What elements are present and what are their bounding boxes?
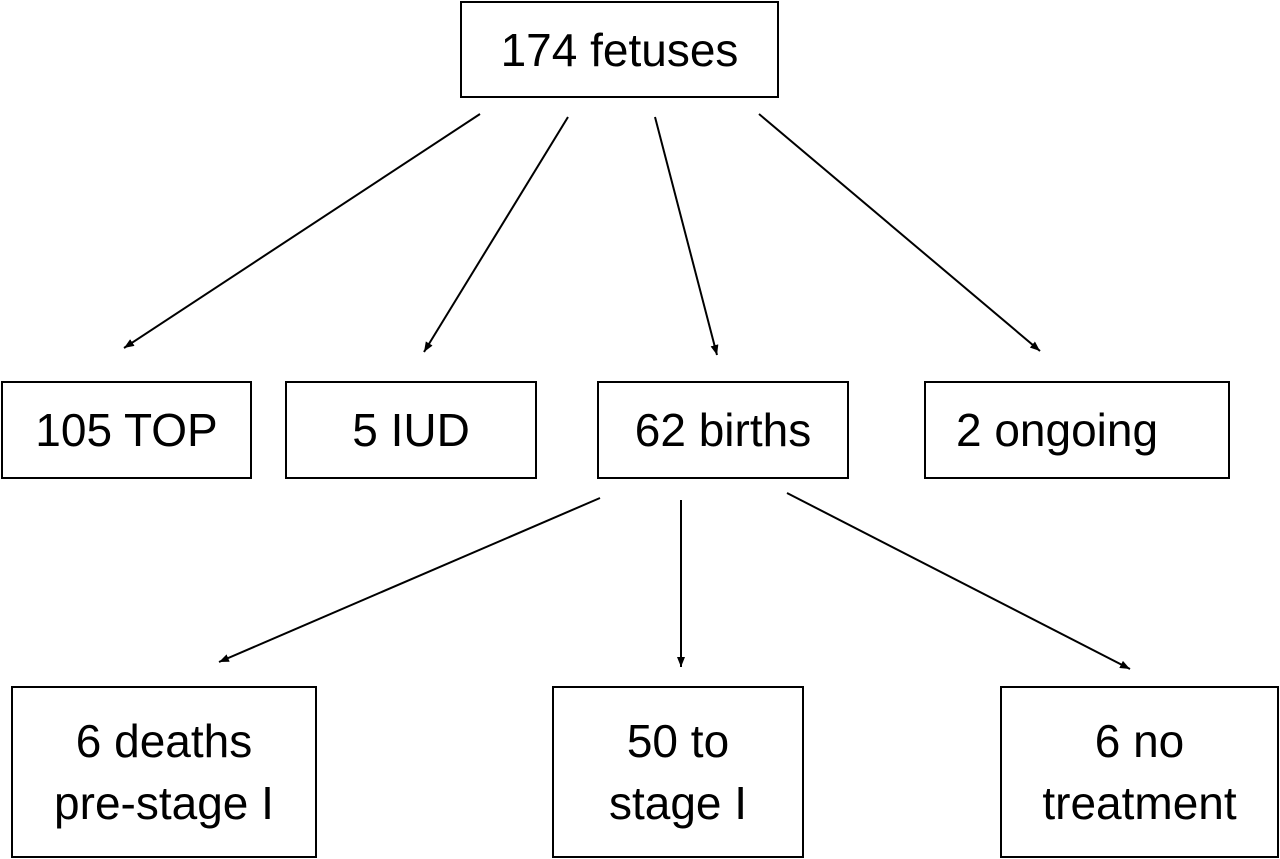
node-root-fetuses: 174 fetuses <box>460 1 779 98</box>
arrow-root-to-ongoing <box>758 113 1041 352</box>
node-iud: 5 IUD <box>285 381 537 479</box>
node-births: 62 births <box>597 381 849 479</box>
arrow-root-to-top <box>123 113 481 349</box>
arrow-root-to-births <box>654 116 719 356</box>
arrow-root-to-iud <box>423 116 569 353</box>
node-deaths-pre-stage: 6 deaths pre-stage I <box>11 686 317 858</box>
arrow-births-to-deaths <box>218 497 601 663</box>
node-no-treatment: 6 no treatment <box>1000 686 1279 858</box>
node-ongoing: 2 ongoing <box>924 381 1230 479</box>
node-top: 105 TOP <box>1 381 252 479</box>
node-to-stage: 50 to stage I <box>552 686 804 858</box>
arrow-births-to-notreat <box>786 492 1131 670</box>
